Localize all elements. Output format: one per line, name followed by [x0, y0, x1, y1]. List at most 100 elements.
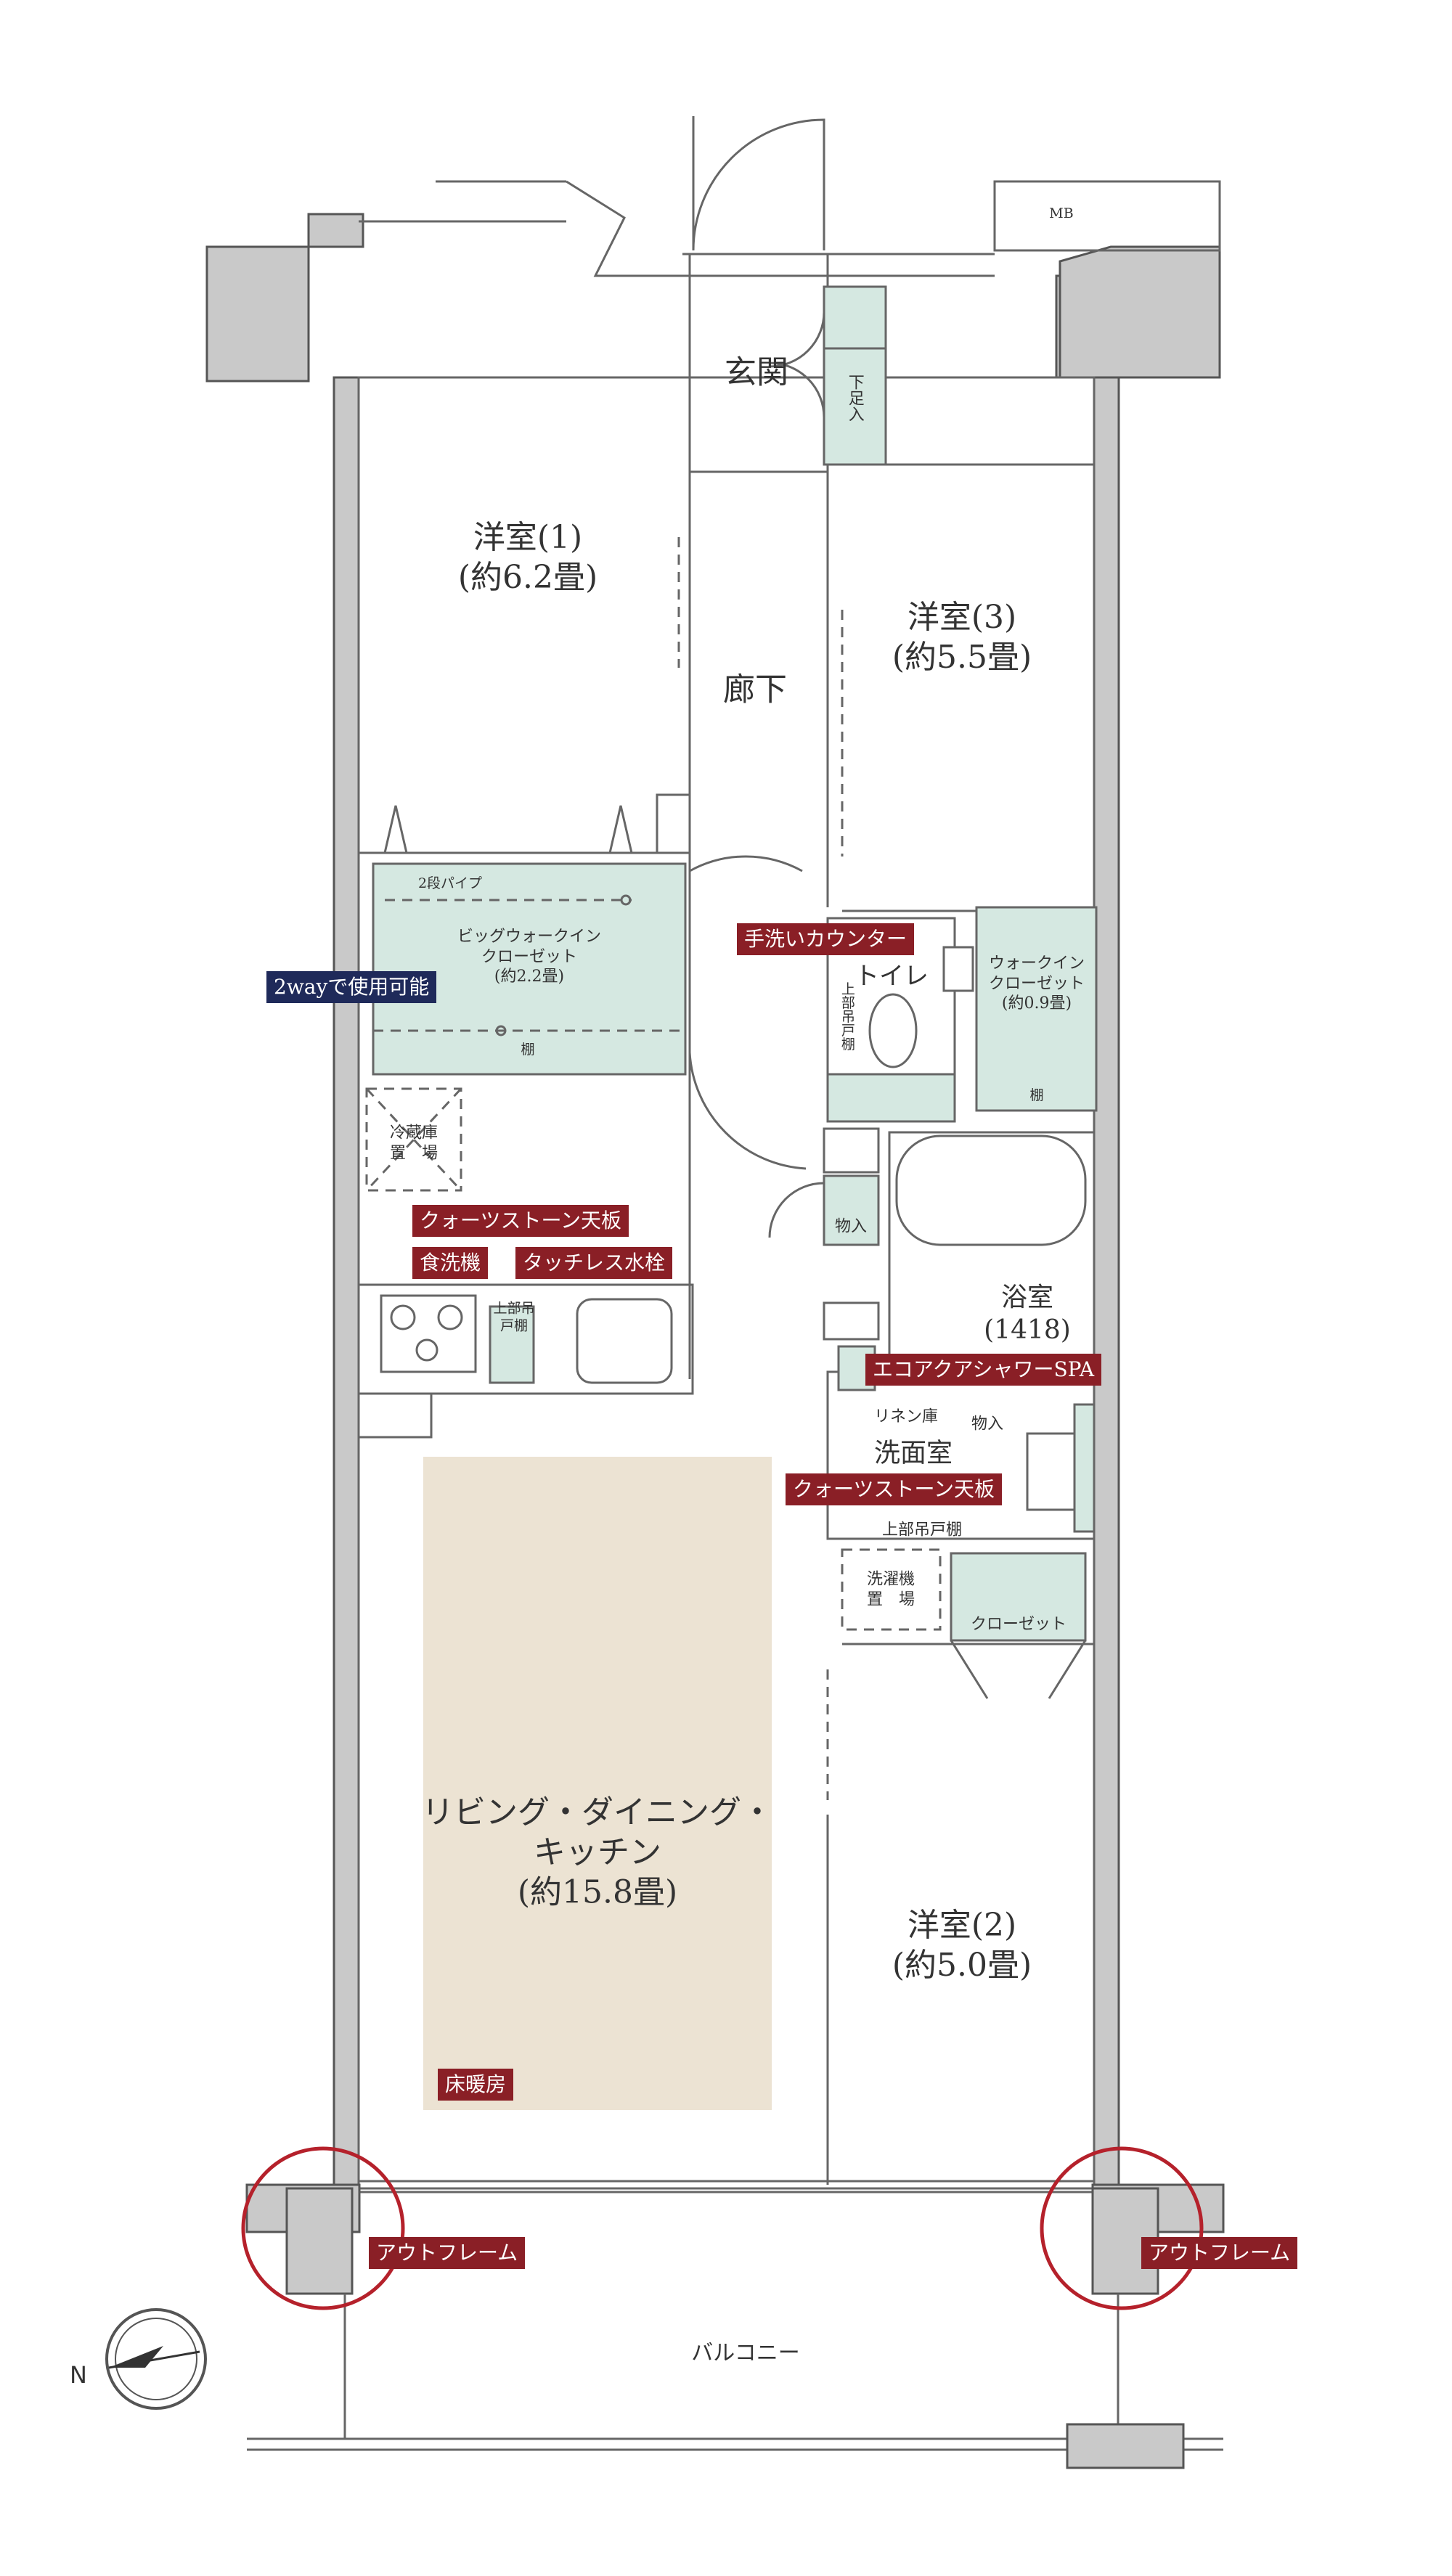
room-ldk-name-1: リビング・ダイニング・	[422, 1794, 773, 1831]
room-western2-name: 洋室(2)	[907, 1907, 1017, 1944]
toilet-bowl	[868, 993, 918, 1068]
small-wic-label: ウォークイン クローゼット (約0.9畳)	[989, 954, 1085, 1014]
shoebox	[823, 285, 887, 466]
fridge-label: 冷蔵庫 置 場	[390, 1124, 438, 1164]
room-bath-name: 浴室	[1000, 1283, 1053, 1312]
fridge-label-1: 冷蔵庫	[389, 1124, 439, 1142]
small-walkin-closet	[975, 906, 1098, 1112]
washer-space	[841, 1548, 942, 1631]
room-bath-size: (1418)	[984, 1315, 1071, 1345]
hall-storage	[823, 1174, 880, 1246]
entrance-door-arc	[692, 118, 825, 251]
outframe-left-column	[285, 2187, 354, 2295]
toilet-upper-shelf	[826, 1073, 956, 1123]
washroom-sink	[1026, 1432, 1076, 1511]
big-wic-label: ビッグウォークイン クローゼット (約2.2畳)	[457, 927, 601, 987]
tag-touchless: タッチレス水栓	[515, 1247, 673, 1279]
kitchen-sink	[576, 1298, 673, 1384]
tag-outframe-right: アウトフレーム	[1141, 2237, 1298, 2269]
compass-north-label: N	[70, 2361, 87, 2389]
wall-top-left	[205, 213, 364, 383]
room-western1-name: 洋室(1)	[473, 519, 583, 556]
room-washroom: 洗面室	[873, 1438, 953, 1468]
room-western3-size: (約5.5畳)	[892, 639, 1032, 676]
washroom-closet	[950, 1552, 1087, 1642]
fridge-label-2: 置 場	[389, 1144, 439, 1162]
kitchen-upper-label: 上部吊戸棚	[493, 1300, 535, 1333]
small-wic-name-1: ウォークイン	[988, 954, 1085, 973]
room-entrance: 玄関	[725, 353, 788, 391]
tag-hand-wash-counter: 手洗いカウンター	[737, 923, 915, 955]
room-western2: 洋室(2) (約5.0畳)	[892, 1905, 1032, 1985]
big-wic-size: (約2.2畳)	[494, 967, 565, 986]
closet-doors	[950, 1640, 1087, 1699]
storage-cabinet-label: 物入	[834, 1217, 868, 1236]
big-wic-name-2: クローゼット	[481, 947, 578, 966]
balcony-unit	[1066, 2423, 1185, 2469]
room-hallway: 廊下	[723, 671, 787, 708]
small-wic-shelf: 棚	[1029, 1087, 1044, 1104]
washroom-upper-label: 上部吊戸棚	[881, 1521, 963, 1540]
washer-label: 洗濯機 置 場	[867, 1570, 915, 1610]
tag-quartz-kitchen: クォーツストーン天板	[412, 1205, 629, 1237]
ldk-door-arc	[688, 1052, 807, 1170]
room-ldk-size: (約15.8畳)	[517, 1873, 678, 1911]
fridge-space	[365, 1087, 462, 1192]
floor-heating-area	[423, 1457, 772, 2110]
big-wic-name-1: ビッグウォークイン	[457, 927, 602, 946]
bathtub	[895, 1134, 1087, 1246]
toilet-upper-label: 上部吊戸棚	[839, 981, 855, 1051]
bay-window	[566, 180, 682, 277]
hand-wash-counter	[942, 946, 974, 992]
wall-top-right	[1059, 245, 1221, 379]
burner-3	[415, 1338, 439, 1362]
shelf-hook	[495, 1025, 507, 1036]
washroom-storage-label: 物入	[971, 1415, 1004, 1434]
outframe-circle-right	[1040, 2146, 1204, 2310]
closet-door-marker-2	[608, 805, 633, 854]
burner-2	[437, 1304, 463, 1330]
room-ldk-name-2: キッチン	[534, 1833, 661, 1871]
mb-box	[993, 180, 1221, 252]
fridge-x-1	[365, 1087, 462, 1192]
small-wic-size: (約0.9畳)	[1001, 994, 1072, 1013]
room-bath: 浴室 (1418)	[984, 1281, 1071, 1346]
closet-door-marker-1	[383, 805, 408, 854]
tag-floor-heating: 床暖房	[438, 2069, 514, 2101]
room-ldk: リビング・ダイニング・ キッチン (約15.8畳)	[422, 1793, 773, 1913]
compass-icon	[105, 2308, 207, 2410]
bath-fixture-2	[823, 1301, 880, 1341]
room-western3: 洋室(3) (約5.5畳)	[892, 597, 1032, 677]
washer-label-2: 置 場	[866, 1590, 915, 1608]
pipe-end	[620, 894, 632, 906]
outframe-circle-left	[241, 2146, 405, 2310]
mb-label: MB	[1049, 205, 1074, 222]
room-balcony: バルコニー	[691, 2340, 800, 2366]
closet-label: クローゼット	[970, 1615, 1067, 1634]
room1-switch	[656, 793, 691, 854]
room-western3-name: 洋室(3)	[907, 599, 1017, 636]
room-toilet: トイレ	[855, 961, 929, 991]
washroom-storage	[1073, 1403, 1096, 1533]
shoebox-door-1	[769, 311, 825, 368]
big-wic-shelf: 棚	[521, 1042, 535, 1058]
burner-1	[390, 1304, 416, 1330]
bath-fixture-1	[823, 1127, 880, 1174]
kitchen-counter	[357, 1283, 694, 1395]
kitchen-upper-cabinet	[489, 1305, 535, 1384]
kitchen-base	[357, 1392, 433, 1439]
washer-label-1: 洗濯機	[866, 1570, 915, 1589]
room-western1: 洋室(1) (約6.2畳)	[458, 518, 597, 597]
tag-eco-shower: エコアクアシャワーSPA	[865, 1354, 1102, 1386]
big-wic-pipe: 2段パイプ	[417, 875, 483, 892]
room-western1-size: (約6.2畳)	[457, 559, 598, 596]
linen-label: リネン庫	[873, 1407, 939, 1426]
fridge-x-2	[365, 1087, 462, 1192]
hall-door-arc	[689, 855, 803, 872]
storage-door-arc	[768, 1182, 825, 1238]
shoebox-label: 下足入	[845, 374, 864, 422]
small-wic-name-2: クローゼット	[988, 974, 1085, 993]
shoebox-door-2	[769, 361, 825, 418]
tag-dishwasher: 食洗機	[412, 1247, 489, 1279]
